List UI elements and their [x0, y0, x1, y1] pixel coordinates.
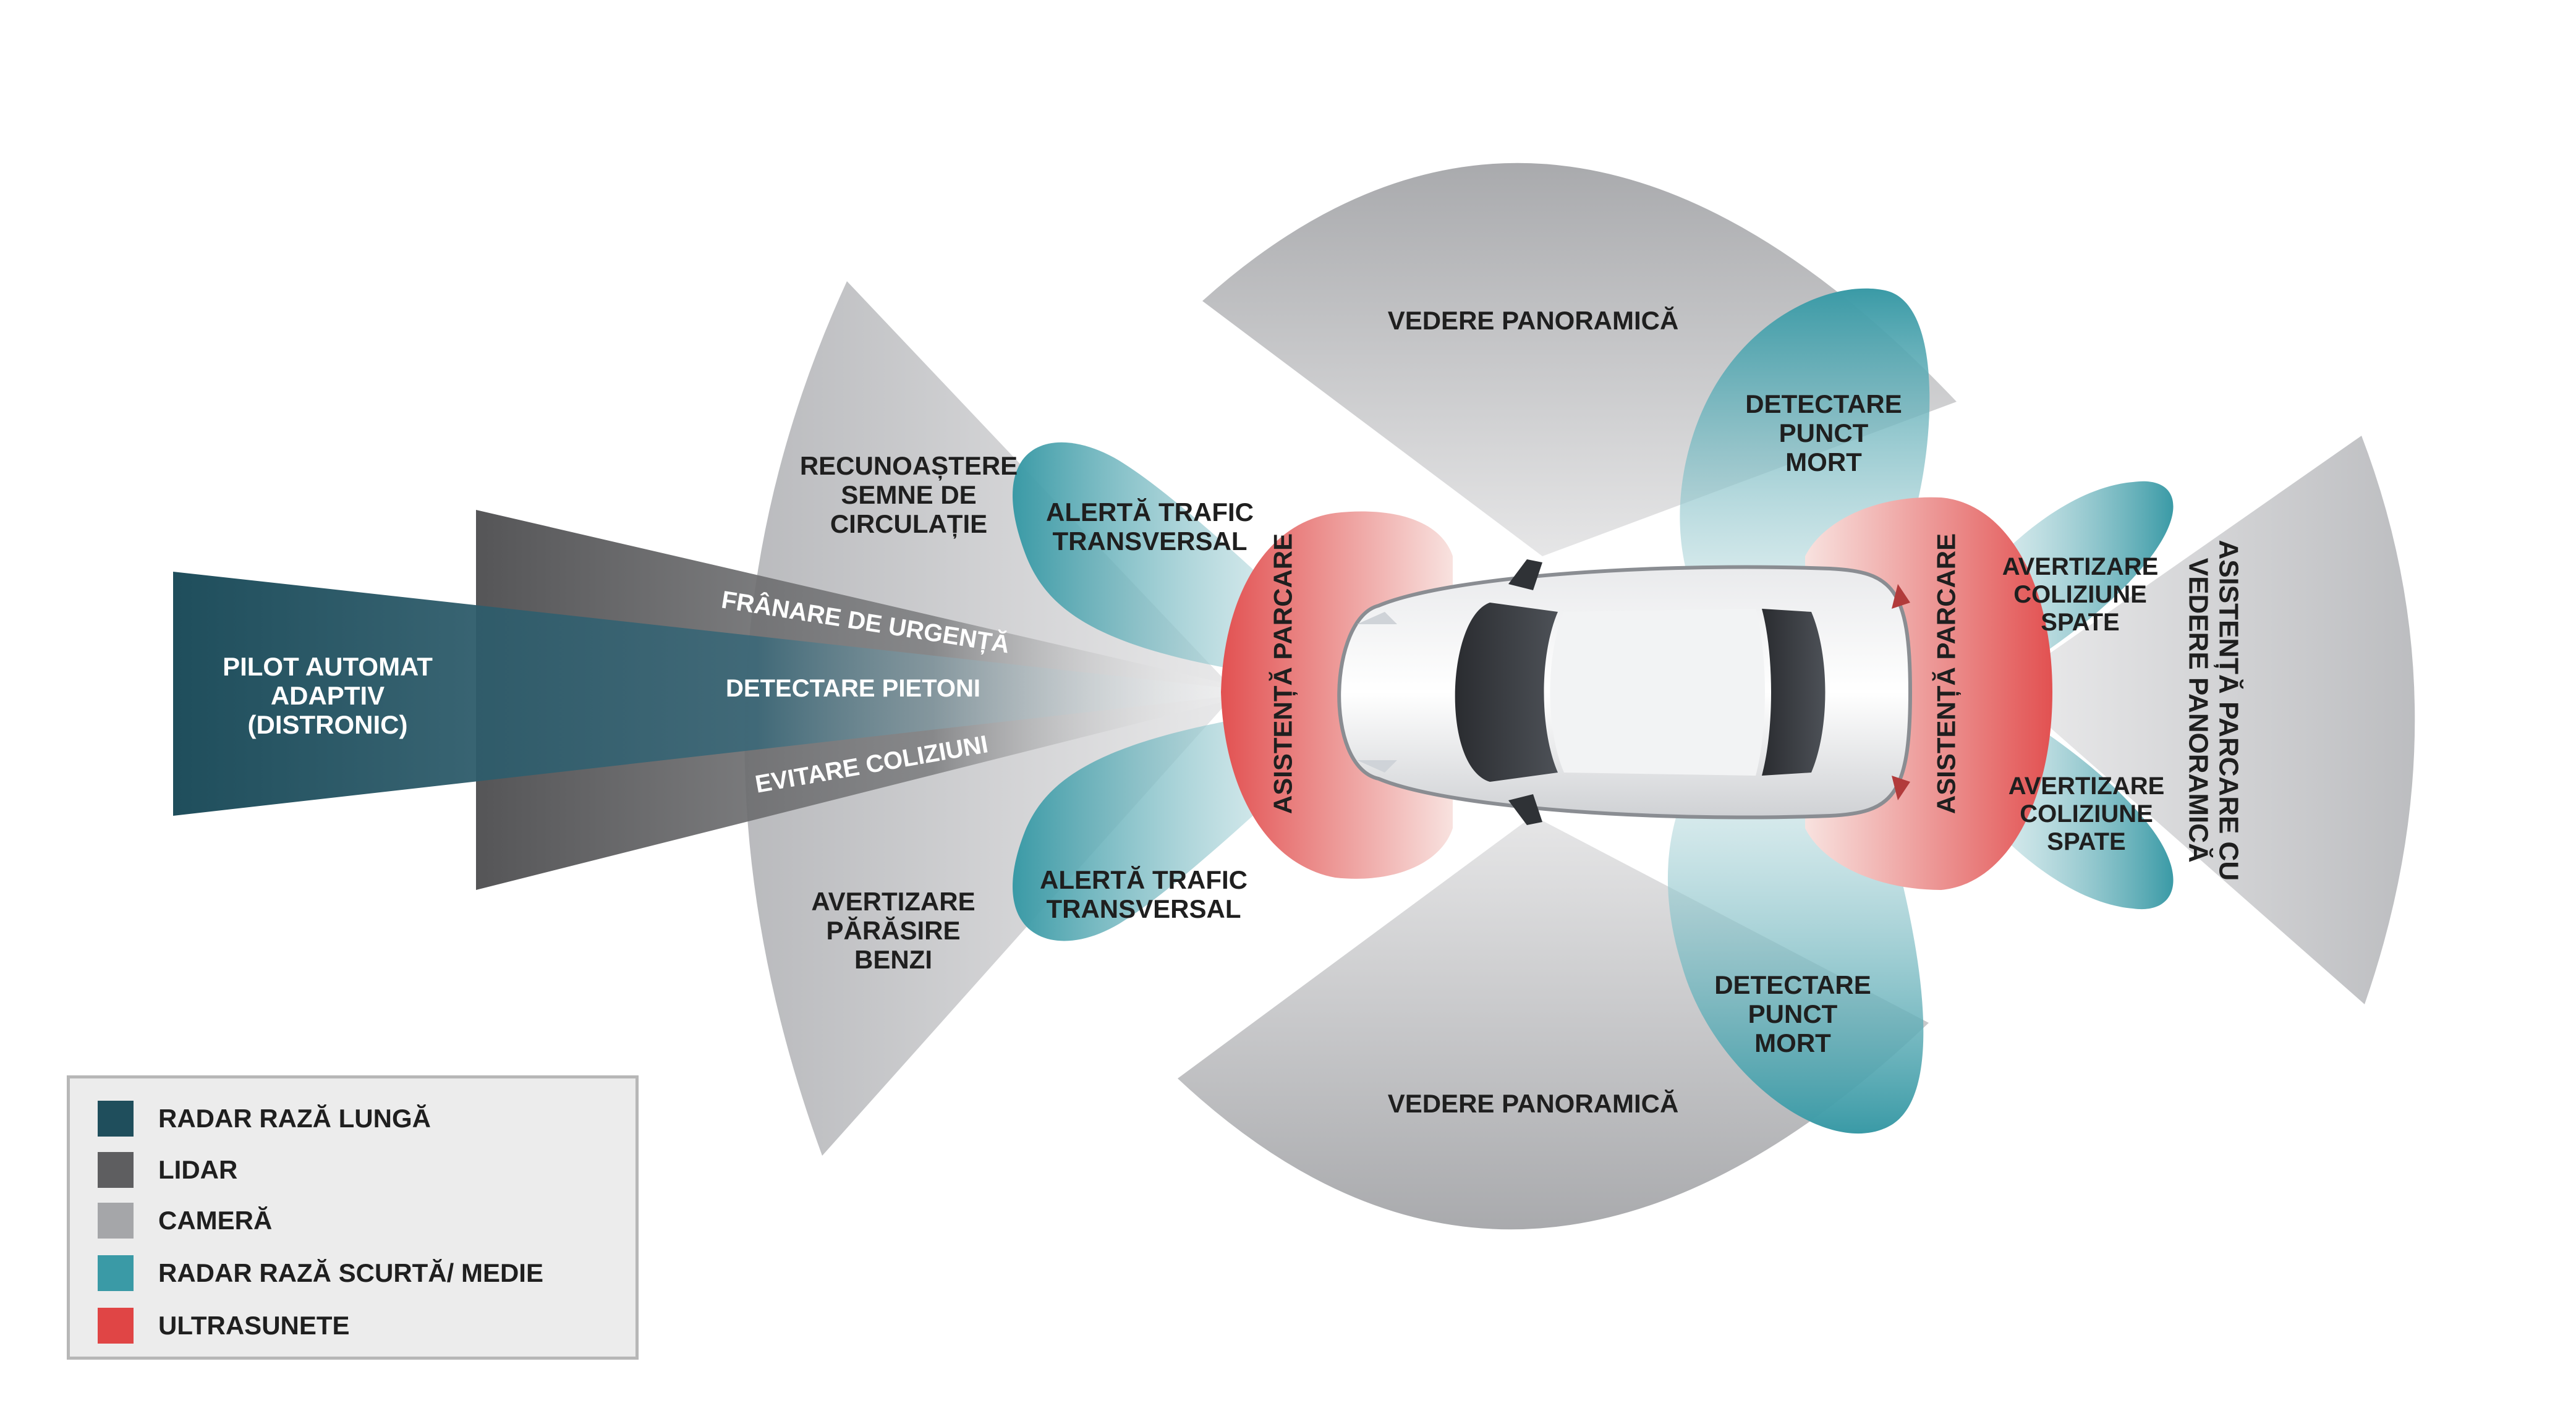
label-avertizare-benzi: AVERTIZARE PĂRĂSIRE BENZI: [811, 887, 976, 975]
legend-label: ULTRASUNETE: [158, 1311, 350, 1340]
legend-item-radar-lung: RADAR RAZĂ LUNGĂ: [98, 1100, 431, 1137]
rear-window: [1762, 609, 1826, 776]
label-coliziune-spate-bottom: AVERTIZARE COLIZIUNE SPATE: [2008, 773, 2165, 855]
legend-label: LIDAR: [158, 1155, 238, 1184]
roof: [1550, 609, 1765, 776]
headlight-bottom: [1357, 760, 1397, 773]
camera-sector-rear: [2003, 436, 2415, 1004]
label-asistenta-parcare-front: ASISTENȚĂ PARCARE: [1268, 533, 1298, 815]
legend-label: RADAR RAZĂ SCURTĂ/ MEDIE: [158, 1258, 543, 1287]
mirror-top: [1508, 559, 1542, 590]
label-alerta-trafic-top: ALERTĂ TRAFIC TRANSVERSAL: [1046, 498, 1254, 556]
taillight-top: [1892, 584, 1910, 609]
label-detectare-pietoni: DETECTARE PIETONI: [726, 675, 980, 702]
taillight-bottom: [1892, 776, 1910, 800]
car-top-view: [1337, 559, 1913, 825]
headlight-top: [1357, 612, 1397, 624]
legend-item-radar-scurt: RADAR RAZĂ SCURTĂ/ MEDIE: [98, 1255, 543, 1292]
legend-item-ultrasunete: ULTRASUNETE: [98, 1307, 350, 1344]
legend-swatch: [98, 1152, 134, 1188]
label-asistenta-parcare-rear: ASISTENȚĂ PARCARE: [1931, 533, 1961, 815]
camera-sector-bottom: [1178, 816, 1929, 1230]
label-vedere-panoramica-top: VEDERE PANORAMICĂ: [1387, 306, 1679, 335]
label-recunoastere-semne: RECUNOAȘTERE SEMNE DE CIRCULAȚIE: [799, 451, 1018, 539]
legend-item-lidar: LIDAR: [98, 1151, 237, 1188]
label-punct-mort-top: DETECTARE PUNCT MORT: [1745, 389, 1902, 477]
mirror-bottom: [1508, 794, 1542, 825]
legend: RADAR RAZĂ LUNGĂ LIDAR CAMERĂ RADAR RAZĂ…: [67, 1075, 639, 1360]
label-coliziune-spate-top: AVERTIZARE COLIZIUNE SPATE: [2002, 553, 2159, 636]
label-punct-mort-bottom: DETECTARE PUNCT MORT: [1714, 970, 1871, 1058]
label-asistenta-parcare-panoramica: ASISTENȚĂ PARCARE CU VEDERE PANORAMICĂ: [2183, 540, 2244, 881]
legend-swatch: [98, 1308, 134, 1344]
legend-swatch: [98, 1203, 134, 1239]
legend-swatch: [98, 1101, 134, 1137]
legend-label: CAMERĂ: [158, 1206, 273, 1235]
label-pilot-automat: PILOT AUTOMAT ADAPTIV (DISTRONIC): [223, 652, 433, 740]
long-radar-beam: [173, 572, 1236, 816]
legend-item-camera: CAMERĂ: [98, 1202, 272, 1239]
label-vedere-panoramica-bottom: VEDERE PANORAMICĂ: [1387, 1089, 1679, 1118]
label-alerta-trafic-bottom: ALERTĂ TRAFIC TRANSVERSAL: [1040, 865, 1248, 924]
legend-label: RADAR RAZĂ LUNGĂ: [158, 1104, 431, 1133]
windshield: [1455, 603, 1558, 782]
legend-swatch: [98, 1255, 134, 1291]
